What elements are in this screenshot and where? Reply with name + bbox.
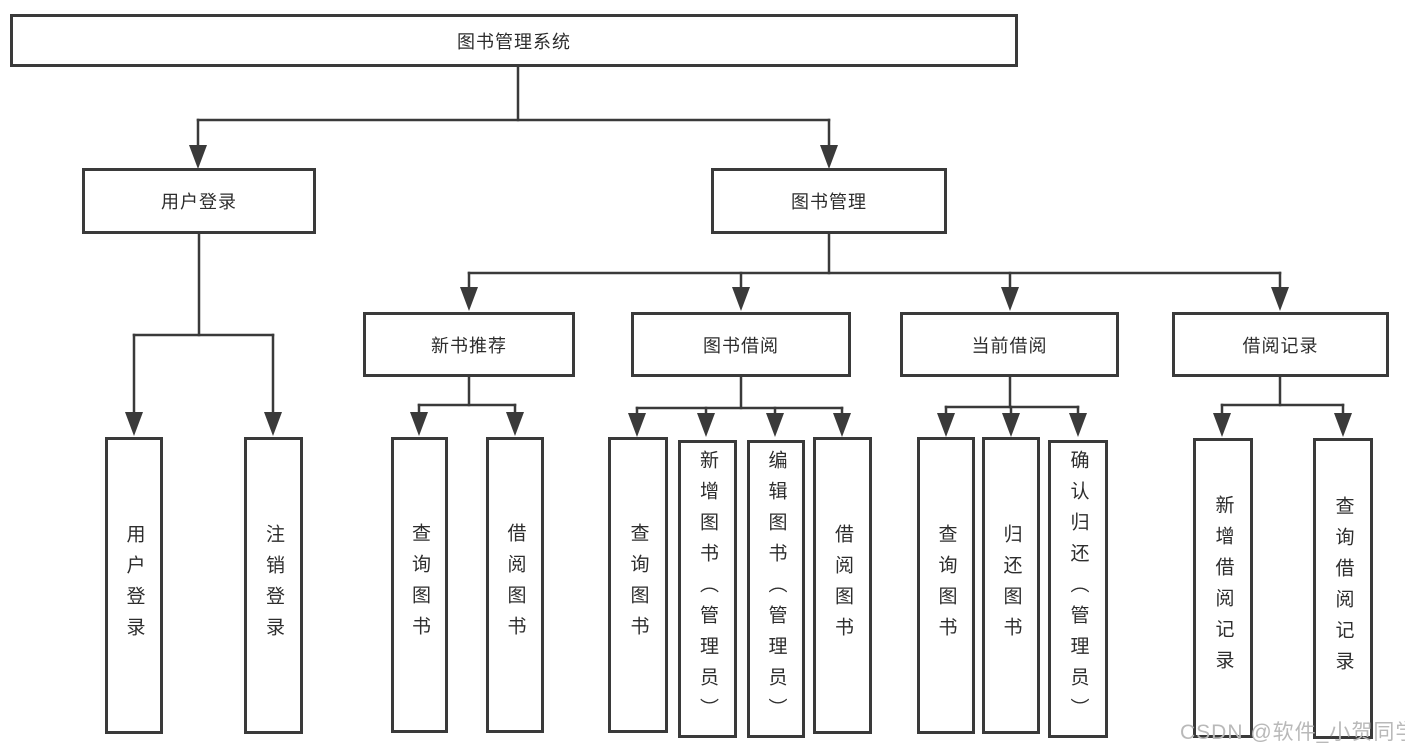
node-new-book-recommend: 新书推荐 xyxy=(363,312,575,377)
leaf-borrow-edit-admin-label: 编辑图书（管理员） xyxy=(765,449,787,729)
node-root-system: 图书管理系统 xyxy=(10,14,1018,67)
arrow-down-icon xyxy=(766,413,784,437)
leaf-current-query-label: 查询图书 xyxy=(935,523,957,648)
arrow-down-icon xyxy=(1213,413,1231,437)
leaf-current-return: 归还图书 xyxy=(982,437,1040,734)
arrow-down-icon xyxy=(937,413,955,437)
arrowheads xyxy=(125,145,1352,437)
node-borrow-records-label: 借阅记录 xyxy=(1242,335,1319,356)
leaf-current-return-label: 归还图书 xyxy=(1000,523,1022,648)
node-book-management: 图书管理 xyxy=(711,168,947,234)
node-user-login: 用户登录 xyxy=(82,168,316,234)
leaf-newbook-query: 查询图书 xyxy=(391,437,448,733)
arrow-down-icon xyxy=(820,145,838,169)
arrow-down-icon xyxy=(460,287,478,311)
leaf-record-add-label: 新增借阅记录 xyxy=(1212,495,1234,681)
leaf-borrow-book-label: 借阅图书 xyxy=(832,523,853,648)
arrow-down-icon xyxy=(697,413,715,437)
arrow-down-icon xyxy=(125,412,143,436)
leaf-current-query: 查询图书 xyxy=(917,437,975,734)
connector-book-borrow-children xyxy=(635,374,844,417)
leaf-borrow-book: 借阅图书 xyxy=(813,437,872,734)
arrow-down-icon xyxy=(1002,413,1020,437)
connector-book-management-children xyxy=(467,232,1282,291)
node-book-management-label: 图书管理 xyxy=(791,192,867,212)
node-borrow-records: 借阅记录 xyxy=(1172,312,1389,377)
leaf-logout: 注销登录 xyxy=(244,437,303,734)
leaf-newbook-borrow-label: 借阅图书 xyxy=(504,523,526,647)
node-user-login-label: 用户登录 xyxy=(161,192,237,212)
arrow-down-icon xyxy=(506,412,524,436)
leaf-current-confirm-admin: 确认归还（管理员） xyxy=(1048,440,1108,738)
arrow-down-icon xyxy=(1271,287,1289,311)
node-current-borrow: 当前借阅 xyxy=(900,312,1119,377)
leaf-newbook-query-label: 查询图书 xyxy=(409,523,430,647)
leaf-user-login-label: 用户登录 xyxy=(123,523,145,648)
arrow-down-icon xyxy=(628,413,646,437)
leaf-user-login: 用户登录 xyxy=(105,437,163,734)
connector-borrow-records-children xyxy=(1220,374,1345,417)
arrow-down-icon xyxy=(264,412,282,436)
arrow-down-icon xyxy=(410,412,428,436)
connector-new-book-children xyxy=(417,374,517,416)
arrow-down-icon xyxy=(1001,287,1019,311)
leaf-borrow-edit-admin: 编辑图书（管理员） xyxy=(747,440,805,738)
leaf-borrow-query: 查询图书 xyxy=(608,437,668,733)
arrow-down-icon xyxy=(1334,413,1352,437)
leaf-borrow-add-admin: 新增图书（管理员） xyxy=(678,440,737,738)
leaf-record-query-label: 查询借阅记录 xyxy=(1332,495,1354,682)
leaf-record-add: 新增借阅记录 xyxy=(1193,438,1253,738)
node-book-borrow-label: 图书借阅 xyxy=(703,335,779,356)
leaf-logout-label: 注销登录 xyxy=(263,523,284,648)
arrow-down-icon xyxy=(732,287,750,311)
arrow-down-icon xyxy=(1069,413,1087,437)
leaf-newbook-borrow: 借阅图书 xyxy=(486,437,544,733)
connector-root-to-level2 xyxy=(196,65,831,149)
csdn-watermark: CSDN @软件_小贺同学 xyxy=(1180,721,1405,744)
leaf-borrow-add-admin-label: 新增图书（管理员） xyxy=(697,449,718,729)
arrow-down-icon xyxy=(189,145,207,169)
connector-user-login-children xyxy=(132,232,275,416)
leaf-borrow-query-label: 查询图书 xyxy=(627,523,649,647)
leaf-current-confirm-admin-label: 确认归还（管理员） xyxy=(1067,449,1089,729)
node-root-label: 图书管理系统 xyxy=(457,31,571,52)
connector-current-borrow-children xyxy=(944,374,1080,417)
node-book-borrow: 图书借阅 xyxy=(631,312,851,377)
node-new-book-recommend-label: 新书推荐 xyxy=(431,335,507,356)
node-current-borrow-label: 当前借阅 xyxy=(971,335,1048,356)
leaf-record-query: 查询借阅记录 xyxy=(1313,438,1373,739)
arrow-down-icon xyxy=(833,413,851,437)
